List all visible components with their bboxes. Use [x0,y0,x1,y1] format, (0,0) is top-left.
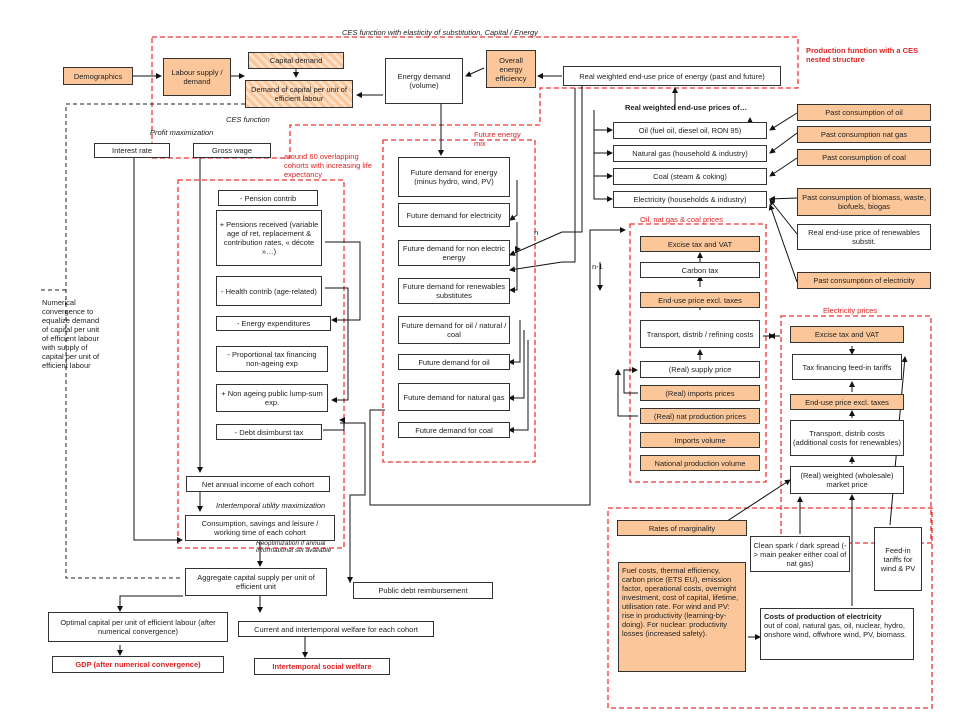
production-function-label: Production function with a CES nested st… [806,46,919,64]
capital-demand-box: Capital demand [248,52,344,69]
oil-gas-coal-region-outline [629,223,767,483]
proportional-tax-box: - Proportional tax financing non-ageing … [216,346,328,372]
costs-production-title: Costs of production of electricity [764,612,882,621]
labour-box: Labour supply / demand [163,58,231,96]
interest-rate-box: Interest rate [94,143,170,158]
past-gas-box: Past consumption nat gas [797,126,931,143]
cohorts-label: around 60 overlapping cohorts with incre… [284,152,372,179]
fd-non-electric-box: Future demand for non electric energy [398,240,510,266]
fd-minus-hydro-box: Future demand for energy (minus hydro, w… [398,157,510,197]
profit-max-label: Profit maximization [150,128,214,137]
social-welfare-box: Intertemporal social welfare [254,658,390,675]
numerical-convergence-label: Numerical convergence to equalize demand… [42,298,100,370]
carbon-tax-box: Carbon tax [640,262,760,278]
ces-region-outline [151,36,799,159]
real-weighted-price-box: Real weighted end-use price of energy (p… [563,66,781,86]
rates-marginality-box: Rates of marginality [617,520,747,536]
nat-prod-volume-box: National production volume [640,455,760,471]
costs-production-body: out of coal, natural gas, oil, nuclear, … [764,621,907,639]
wholesale-box: (Real) weighted (wholesale) market price [790,466,904,494]
fd-oil-box: Future demand for oil [398,354,510,370]
ces-function-label: CES function [226,115,270,124]
debt-disbursment-box: - Debt disimburst tax [216,424,322,440]
transport-distrib-box: Transport, distrib costs (additional cos… [790,420,904,456]
coal-box: Coal (steam & coking) [613,168,767,185]
natural-gas-box: Natural gas (household & industry) [613,145,767,162]
n-minus-1-label: n-1 [592,262,603,271]
energy-mix-region-outline [382,139,536,463]
energy-demand-box: Energy demand (volume) [385,58,463,104]
gross-wage-box: Gross wage [193,143,271,158]
real-supply-box: (Real) supply price [640,361,760,378]
production-cost-region-outline [607,507,933,709]
past-coal-box: Past consumption of coal [797,149,931,166]
consumption-box: Consumption, savings and leisure / worki… [185,515,335,541]
fd-electricity-box: Future demand for electricity [398,203,510,227]
excise-vat-2-box: Excise tax and VAT [790,326,904,343]
welfare-box: Current and intertemporal welfare for ea… [238,621,434,637]
optimal-capital-box: Optimal capital per unit of efficient la… [48,612,228,642]
fd-oil-gas-coal-box: Future demand for oil / natural / coal [398,316,510,344]
net-income-box: Net annual income of each cohort [186,476,330,492]
intertemporal-utility-label: Intertemporal utility maximization [216,501,326,510]
costs-production-box: Costs of production of electricity out o… [760,608,914,660]
demographics-box: Demographics [63,67,133,85]
aggregate-capital-box: Aggregate capital supply per unit of eff… [185,568,327,596]
cohort-region-outline [177,179,345,549]
renewables-price-box: Real end-use price of renewables substit… [797,224,931,250]
ces-top-label: CES function with elasticity of substitu… [342,28,538,37]
fd-coal-box: Future demand for coal [398,422,510,438]
demand-capital-unit-box: Demand of capital per unit of efficient … [245,80,353,108]
real-imports-prices-box: (Real) imports prices [640,385,760,401]
pension-contrib-box: - Pension contrib [218,190,318,206]
pensions-received-box: + Pensions received (variable age of ret… [216,210,322,266]
electricity-region-outline [780,315,932,544]
past-oil-box: Past consumption of oil [797,104,931,121]
future-energy-mix-label: Future energy mix [474,130,521,148]
feed-in-box: Feed-in tariffs for wind & PV [874,527,922,591]
real-weighted-prices-of-label: Real weighted end-use prices of… [625,103,748,112]
oil-gas-coal-prices-label: Oil, nat gas & coal prices [640,215,723,224]
end-use-excl-2-box: End-use price excl. taxes [790,394,904,410]
electricity-prices-label: Electricity prices [823,306,878,315]
n-label: n [534,228,539,237]
fd-renewables-box: Future demand for renewables substitutes [398,278,510,304]
past-biomass-box: Past consumption of biomass, waste, biof… [797,188,931,216]
tax-feed-in-box: Tax financing feed-in tariffs [792,354,902,380]
reoptimization-label: Reoptimization if annual informational s… [256,540,332,554]
past-electricity-box: Past consumption of electricity [797,272,931,289]
oil-fuel-box: Oil (fuel oil, diesel oil, RON 95) [613,122,767,139]
health-contrib-box: - Health contrib (age-related) [216,276,322,306]
public-debt-box: Public debt reimbursement [353,582,493,599]
imports-volume-box: Imports volume [640,432,760,448]
transport-refining-box: Transport, distrib / refining costs [640,320,760,348]
overall-efficiency-box: Overall energy efficiency [486,50,536,88]
fuel-costs-box: Fuel costs, thermal efficiency, carbon p… [618,562,746,672]
real-nat-prod-prices-box: (Real) nat production prices [640,408,760,424]
fd-gas-box: Future demand for natural gas [398,383,510,411]
gdp-box: GDP (after numerical convergence) [52,656,224,673]
electricity-box: Electricity (households & industry) [613,191,767,208]
clean-spark-box: Clean spark / dark spread (-> main peake… [750,536,850,572]
end-use-excl-1-box: End-use price excl. taxes [640,292,760,308]
non-ageing-box: + Non ageing public lump-sum exp. [216,384,328,412]
energy-expenditures-box: - Energy expenditures [216,316,331,331]
excise-vat-1-box: Excise tax and VAT [640,236,760,252]
